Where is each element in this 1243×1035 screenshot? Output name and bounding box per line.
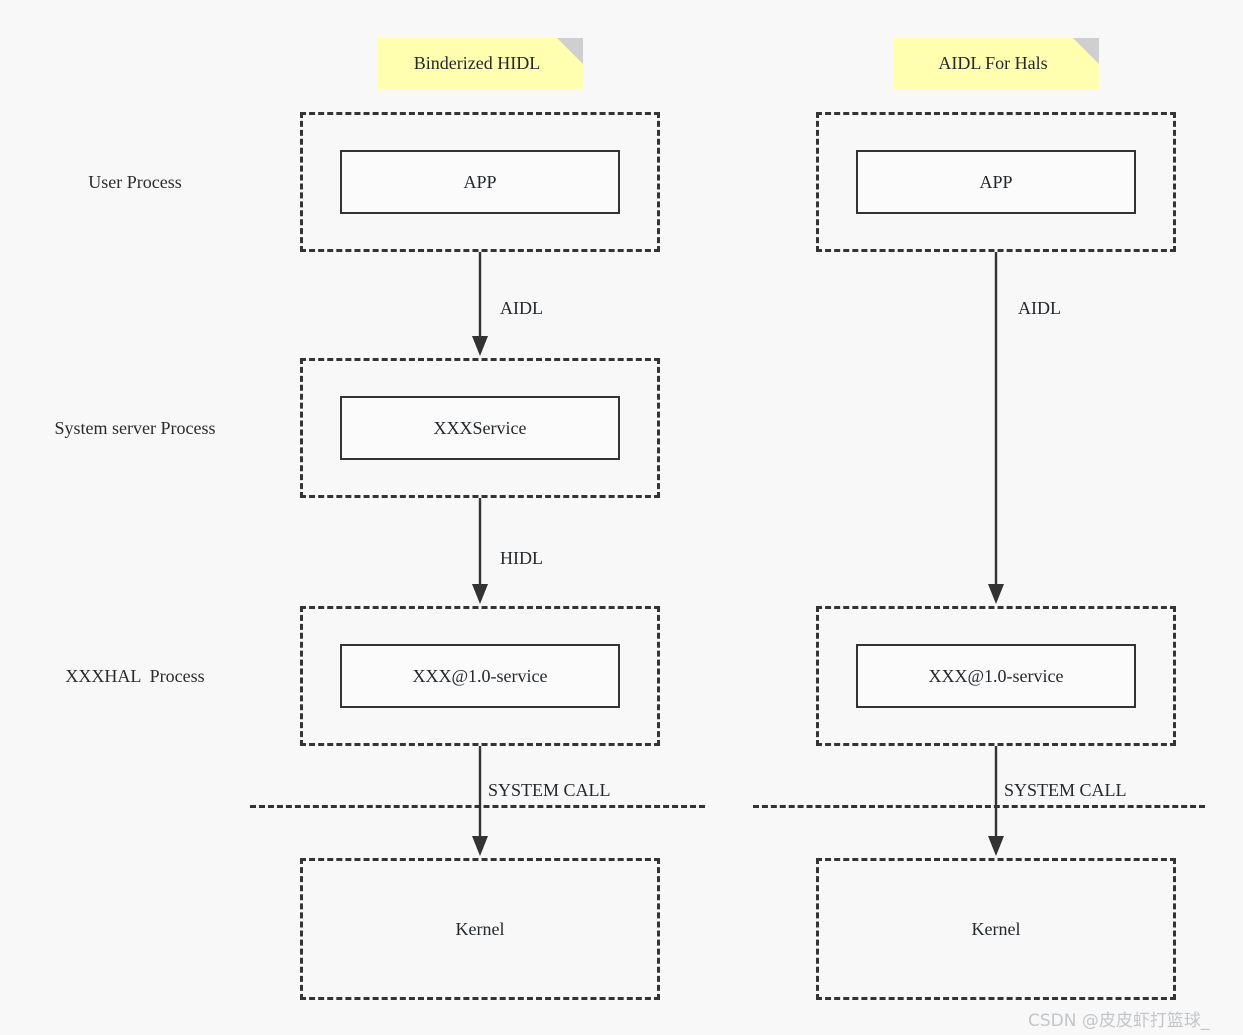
left-system-server-process-container: [300, 358, 660, 498]
right-xxxhal-process-container: [816, 606, 1176, 746]
left-kernel-boundary-separator: [250, 805, 705, 808]
row-label-user-process: User Process: [88, 172, 182, 192]
left-kernel-container: [300, 858, 660, 1000]
right-arrow-aidl: [988, 252, 1004, 604]
row-label-system-server-process: System server Process: [54, 418, 216, 438]
box-label: XXX@1.0-service: [928, 665, 1064, 686]
note-label: Binderized HIDL: [413, 53, 541, 73]
note-binderized-hidl: Binderized HIDL: [377, 38, 583, 89]
left-arrow-aidl: [472, 252, 488, 356]
right-edge-label-aidl: AIDL: [1018, 298, 1061, 318]
csdn-watermark: CSDN @皮皮虾打篮球_: [1028, 1011, 1210, 1031]
left-user-process-container: [300, 112, 660, 252]
box-label: APP: [463, 171, 497, 192]
box-label: XXX@1.0-service: [412, 665, 548, 686]
left-xxxhal-process-container: [300, 606, 660, 746]
left-edge-label-hidl: HIDL: [500, 548, 543, 568]
box-label: APP: [979, 171, 1013, 192]
left-edge-label-system-call: SYSTEM CALL: [488, 780, 611, 800]
right-kernel-label: Kernel: [971, 919, 1021, 939]
note-fold-corner-icon: [557, 38, 583, 64]
left-app-box[interactable]: APP: [340, 150, 620, 214]
right-xxx-service-box[interactable]: XXX@1.0-service: [856, 644, 1136, 708]
right-edge-label-system-call: SYSTEM CALL: [1004, 780, 1127, 800]
note-label: AIDL For Hals: [938, 53, 1048, 73]
right-app-box[interactable]: APP: [856, 150, 1136, 214]
right-kernel-container: [816, 858, 1176, 1000]
left-edge-label-aidl: AIDL: [500, 298, 543, 318]
note-fold-corner-icon: [1073, 38, 1099, 64]
right-arrow-system-call: [988, 746, 1004, 856]
left-arrow-hidl: [472, 498, 488, 604]
box-label: XXXService: [433, 417, 527, 438]
right-kernel-boundary-separator: [753, 805, 1205, 808]
right-user-process-container: [816, 112, 1176, 252]
note-aidl-for-hals: AIDL For Hals: [893, 38, 1099, 89]
left-arrow-system-call: [472, 746, 488, 856]
left-kernel-label: Kernel: [455, 919, 505, 939]
left-xxx-service-box[interactable]: XXX@1.0-service: [340, 644, 620, 708]
left-xxxservice-box[interactable]: XXXService: [340, 396, 620, 460]
row-label-xxxhal-process: XXXHAL Process: [65, 666, 205, 686]
